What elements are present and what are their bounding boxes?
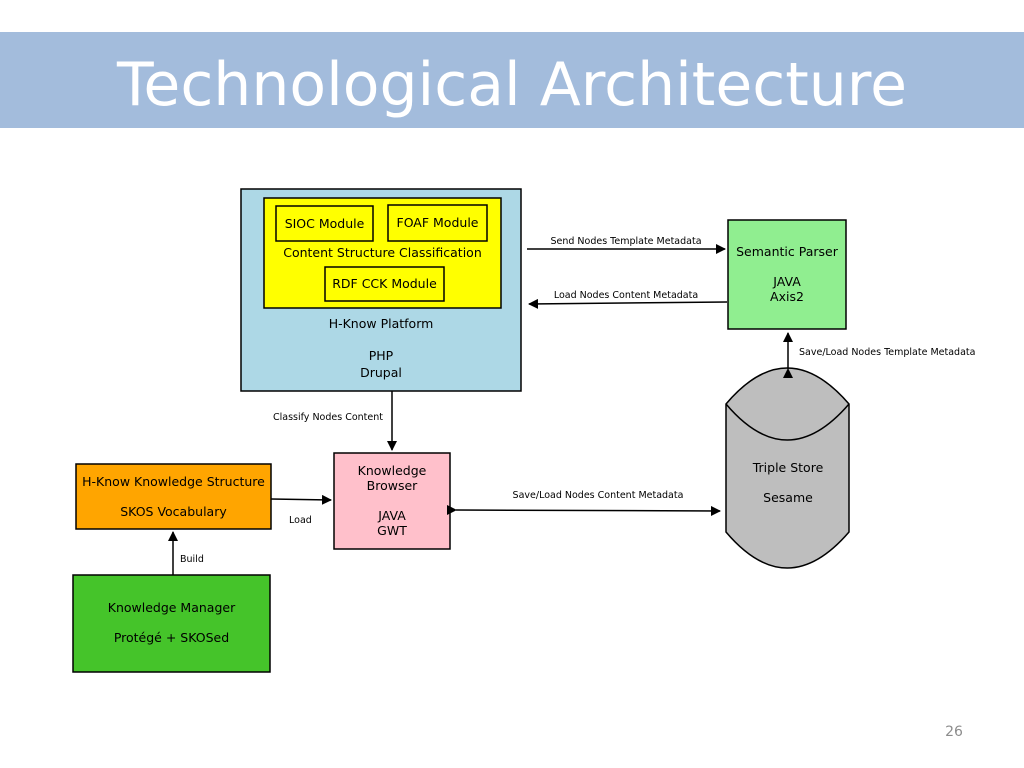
knowledge-structure-name: H-Know Knowledge Structure [82,474,265,489]
knowledge-browser-name-2: Browser [367,478,419,493]
arrow-load-content [528,298,728,309]
slide-title: Technological Architecture [116,50,908,120]
knowledge-structure-node: H-Know Knowledge Structure SKOS Vocabula… [75,463,272,530]
semantic-parser-box [727,219,847,330]
triple-store-node: Triple Store Sesame [725,367,850,569]
sioc-module-box [275,205,374,242]
semantic-parser-name: Semantic Parser [736,244,839,259]
edge-save-load-template: Save/Load Nodes Template Metadata [783,332,975,378]
content-structure-label: Content Structure Classification [283,245,482,260]
knowledge-manager-node: Knowledge Manager Protégé + SKOSed [72,574,271,673]
knowledge-browser-framework: GWT [377,523,407,538]
semantic-parser-framework: Axis2 [770,289,804,304]
edge-send-template: Send Nodes Template Metadata [527,236,726,254]
edge-label-send-template: Send Nodes Template Metadata [550,236,701,247]
rdf-cck-module-label: RDF CCK Module [332,276,437,291]
edge-label-load-content: Load Nodes Content Metadata [554,290,698,301]
triple-store-engine: Sesame [763,490,813,505]
knowledge-structure-vocab: SKOS Vocabulary [120,504,227,519]
platform-language: PHP [369,348,394,363]
knowledge-manager-name: Knowledge Manager [108,600,236,615]
triple-store-shape [725,367,850,569]
arrow-save-load-content [446,504,721,516]
platform-node: SIOC Module FOAF Module Content Structur… [240,188,522,392]
edge-label-save-load-content: Save/Load Nodes Content Metadata [513,490,684,501]
edge-build: Build [168,531,204,575]
edge-load-content: Load Nodes Content Metadata [528,290,728,309]
arrow-load [270,494,332,505]
knowledge-browser-node: Knowledge Browser JAVA GWT [333,452,451,550]
sioc-module-label: SIOC Module [285,216,365,231]
foaf-module-box [387,204,488,242]
semantic-parser-language: JAVA [772,274,801,289]
semantic-parser-node: Semantic Parser JAVA Axis2 [727,219,847,330]
title-bar: Technological Architecture [0,32,1024,128]
edge-label-save-load-template: Save/Load Nodes Template Metadata [799,347,975,358]
knowledge-manager-box [72,574,271,673]
edge-load: Load [270,494,332,526]
edge-save-load-content: Save/Load Nodes Content Metadata [446,490,721,516]
knowledge-structure-box [75,463,272,530]
foaf-module-label: FOAF Module [397,215,479,230]
knowledge-browser-language: JAVA [377,508,406,523]
rdf-cck-module-box [324,266,445,302]
edge-label-build: Build [180,554,204,565]
triple-store-top-curve [725,403,850,441]
platform-framework: Drupal [360,365,402,380]
knowledge-browser-box [333,452,451,550]
knowledge-browser-name-1: Knowledge [358,463,427,478]
edge-classify: Classify Nodes Content [273,391,397,451]
knowledge-manager-tools: Protégé + SKOSed [114,630,229,645]
platform-name: H-Know Platform [329,316,434,331]
triple-store-name: Triple Store [752,460,824,475]
edge-label-load: Load [289,515,312,526]
page-number: 26 [945,724,963,740]
edge-label-classify: Classify Nodes Content [273,412,383,423]
